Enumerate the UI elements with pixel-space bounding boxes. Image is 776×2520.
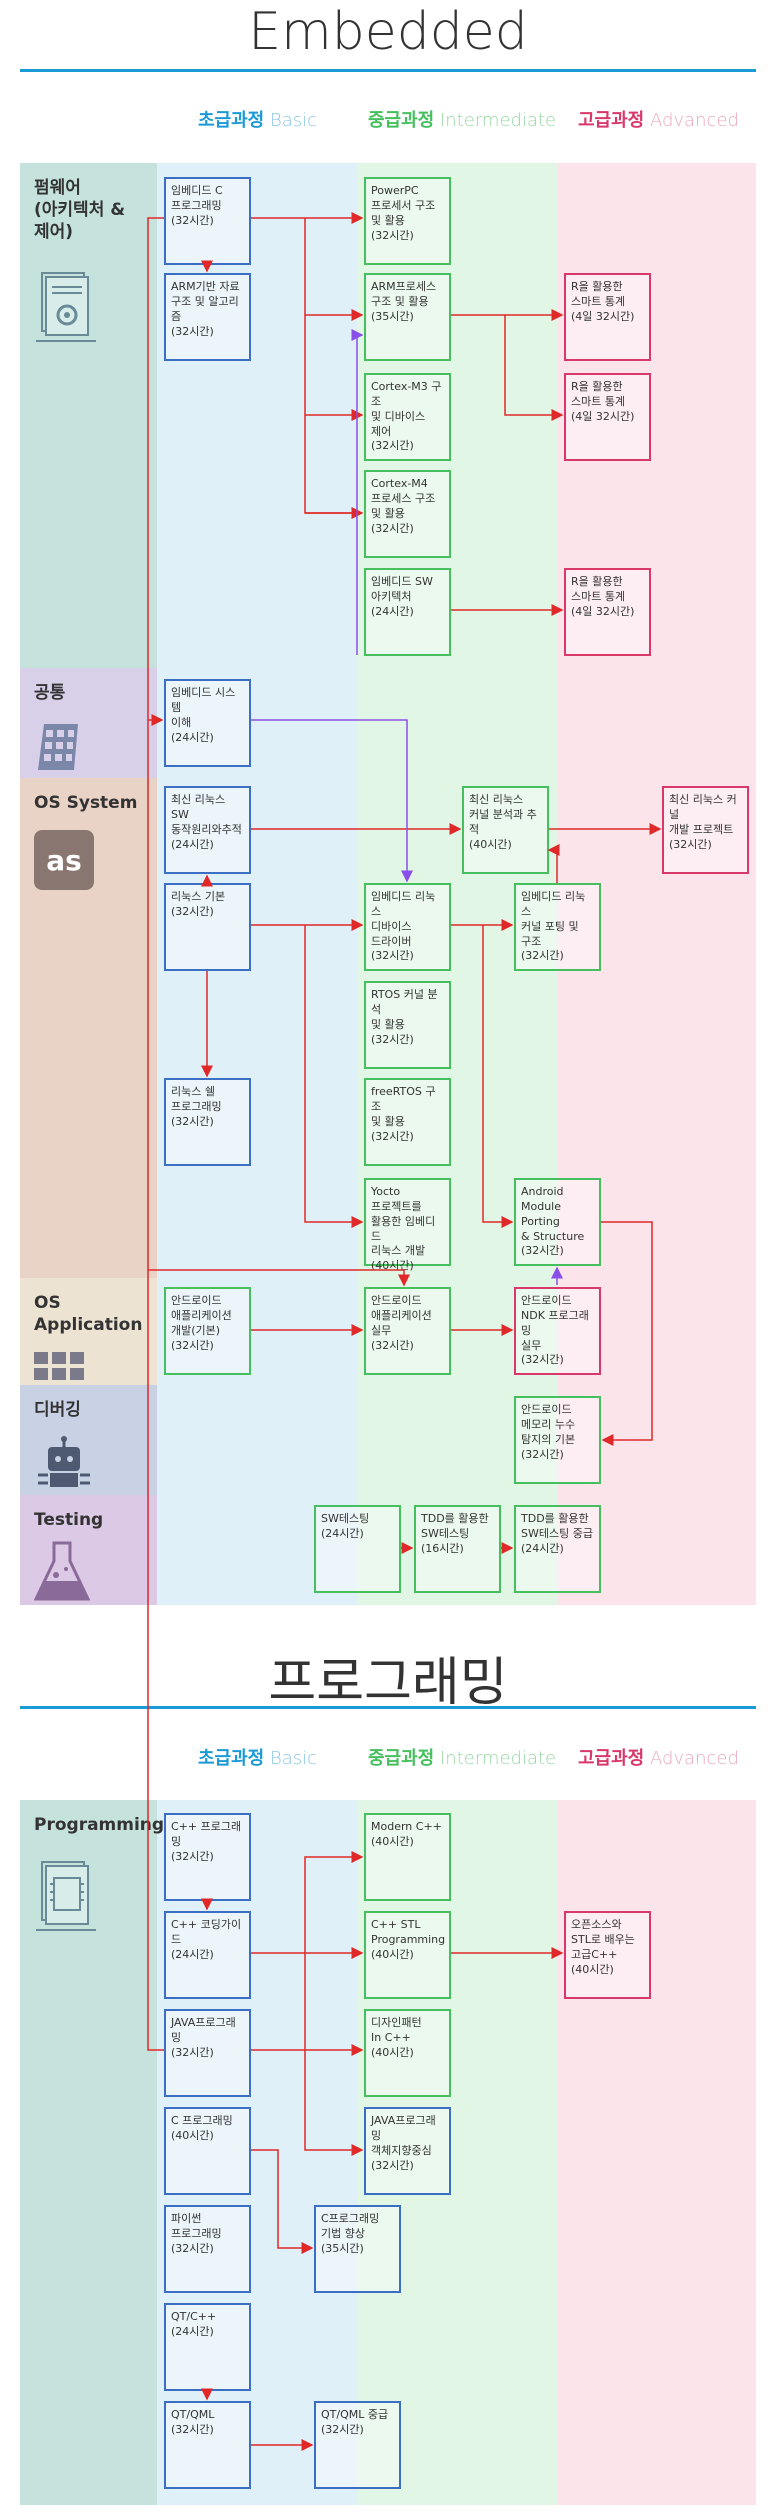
course-box[interactable]: QT/QML (32시간) [164, 2401, 251, 2489]
course-box[interactable]: Cortex-M3 구조 및 디바이스 제어 (32시간) [364, 373, 451, 461]
course-box[interactable]: PowerPC 프로세서 구조 및 활용 (32시간) [364, 177, 451, 265]
category-label: 펌웨어 (아키텍처 & 제어) [34, 178, 126, 243]
svg-text:as: as [46, 844, 82, 877]
level-ko: 중급과정 [368, 110, 435, 131]
course-box[interactable]: C++ 코딩가이드 (24시간) [164, 1911, 251, 1999]
category-label: Programming [34, 1815, 165, 1835]
course-box[interactable]: 파이썬 프로그래밍 (32시간) [164, 2205, 251, 2293]
course-box[interactable]: TDD를 활용한 SW테스팅 중급 (24시간) [514, 1505, 601, 1593]
level-ko: 초급과정 [198, 110, 265, 131]
course-box[interactable]: C 프로그래밍 (40시간) [164, 2107, 251, 2195]
level-en: Advanced [649, 1748, 739, 1769]
level-en: Basic [269, 110, 318, 131]
category-firmware: 펌웨어 (아키텍처 & 제어) [20, 163, 157, 668]
advanced-column [557, 1800, 756, 2505]
category-label: 디버깅 [34, 1400, 81, 1420]
course-box[interactable]: JAVA프로그래밍 객체지향중심 (32시간) [364, 2107, 451, 2195]
level-en: Advanced [649, 110, 739, 131]
section-title-programming: 프로그래밍 [268, 1653, 508, 1713]
category-debugging: 디버깅 [20, 1385, 157, 1495]
course-box[interactable]: Android Module Porting & Structure (32시간… [514, 1178, 601, 1266]
category-label: OS System [34, 793, 138, 813]
level-header-basic: 초급과정 Basic [198, 106, 317, 132]
course-box[interactable]: freeRTOS 구조 및 활용 (32시간) [364, 1078, 451, 1166]
level-header-intermediate: 중급과정 Intermediate [368, 1744, 556, 1770]
course-box[interactable]: R을 활용한 스마트 통계 (4일 32시간) [564, 373, 651, 461]
level-en: Intermediate [439, 1748, 557, 1769]
course-box[interactable]: R을 활용한 스마트 통계 (4일 32시간) [564, 568, 651, 656]
basic-column [157, 1800, 357, 2505]
document-gear-icon [34, 271, 98, 349]
section-title-embedded: Embedded [248, 2, 528, 62]
category-testing: Testing [20, 1495, 157, 1605]
level-header-basic: 초급과정 Basic [198, 1744, 317, 1770]
level-en: Intermediate [439, 110, 557, 131]
course-box[interactable]: 임베디드 리눅스 커널 포팅 및 구조 (32시간) [514, 883, 601, 971]
course-box[interactable]: 리눅스 쉘 프로그래밍 (32시간) [164, 1078, 251, 1166]
course-box[interactable]: SW테스팅 (24시간) [314, 1505, 401, 1593]
level-header-intermediate: 중급과정 Intermediate [368, 106, 556, 132]
flask-icon [33, 1541, 91, 1605]
course-box[interactable]: C++ STL Programming (40시간) [364, 1911, 451, 1999]
course-box[interactable]: 최신 리눅스 커널 개발 프로젝트 (32시간) [662, 786, 749, 874]
category-common: 공통 [20, 668, 157, 778]
category-label: 공통 [34, 683, 66, 703]
course-box[interactable]: 안드로이드 메모리 누수 탐지의 기본 (32시간) [514, 1396, 601, 1484]
level-ko: 고급과정 [578, 110, 645, 131]
course-box[interactable]: TDD를 활용한 SW테스팅 (16시간) [414, 1505, 501, 1593]
robot-icon [34, 1435, 94, 1495]
category-label: OS Application [34, 1293, 143, 1336]
course-box[interactable]: C프로그래밍 기법 향상 (35시간) [314, 2205, 401, 2293]
intermediate-column [357, 1800, 557, 2505]
category-os-system: OS System as [20, 778, 157, 1278]
course-box[interactable]: JAVA프로그래밍 (32시간) [164, 2009, 251, 2097]
category-os-application: OS Application [20, 1278, 157, 1385]
course-box[interactable]: 임베디드 리눅스 디바이스 드라이버 (32시간) [364, 883, 451, 971]
course-box[interactable]: 오픈소스와 STL로 배우는 고급C++ (40시간) [564, 1911, 651, 1999]
course-box[interactable]: Modern C++ (40시간) [364, 1813, 451, 1901]
section-divider [20, 69, 756, 72]
building-icon [34, 722, 82, 776]
category-label: Testing [34, 1510, 104, 1530]
course-box[interactable]: Cortex-M4 프로세스 구조 및 활용 (32시간) [364, 470, 451, 558]
section-divider [20, 1706, 756, 1709]
level-header-advanced: 고급과정 Advanced [578, 106, 739, 132]
course-box[interactable]: Yocto 프로젝트를 활용한 임베디드 리눅스 개발 (40시간) [364, 1178, 451, 1272]
level-ko: 초급과정 [198, 1748, 265, 1769]
grid-icon [34, 1352, 86, 1388]
course-box[interactable]: 최신 리눅스 SW 동작원리와추적 (24시간) [164, 786, 251, 874]
level-ko: 중급과정 [368, 1748, 435, 1769]
course-box[interactable]: R을 활용한 스마트 통계 (4일 32시간) [564, 273, 651, 361]
course-box[interactable]: 안드로이드 애플리케이션 개발(기본) (32시간) [164, 1287, 251, 1375]
level-header-advanced: 고급과정 Advanced [578, 1744, 739, 1770]
course-box[interactable]: 임베디드 SW 아키텍처 (24시간) [364, 568, 451, 656]
category-programming: Programming [20, 1800, 164, 2505]
level-ko: 고급과정 [578, 1748, 645, 1769]
code-document-icon [34, 1860, 98, 1938]
course-box[interactable]: ARM프로세스 구조 및 활용 (35시간) [364, 273, 451, 361]
course-box[interactable]: 디자인패턴 In C++ (40시간) [364, 2009, 451, 2097]
course-box[interactable]: C++ 프로그래밍 (32시간) [164, 1813, 251, 1901]
course-box[interactable]: 안드로이드 애플리케이션 실무 (32시간) [364, 1287, 451, 1375]
course-box[interactable]: 최신 리눅스 커널 분석과 추적 (40시간) [462, 786, 549, 874]
course-box[interactable]: 안드로이드 NDK 프로그래밍 실무 (32시간) [514, 1287, 601, 1375]
course-box[interactable]: ARM기반 자료 구조 및 알고리즘 (32시간) [164, 273, 251, 361]
course-box[interactable]: 임베디드 C 프로그래밍 (32시간) [164, 177, 251, 265]
lastfm-icon: as [34, 830, 94, 894]
course-box[interactable]: 임베디드 시스템 이해 (24시간) [164, 679, 251, 767]
level-en: Basic [269, 1748, 318, 1769]
course-box[interactable]: QT/QML 중급 (32시간) [314, 2401, 401, 2489]
course-box[interactable]: RTOS 커널 분석 및 활용 (32시간) [364, 981, 451, 1069]
